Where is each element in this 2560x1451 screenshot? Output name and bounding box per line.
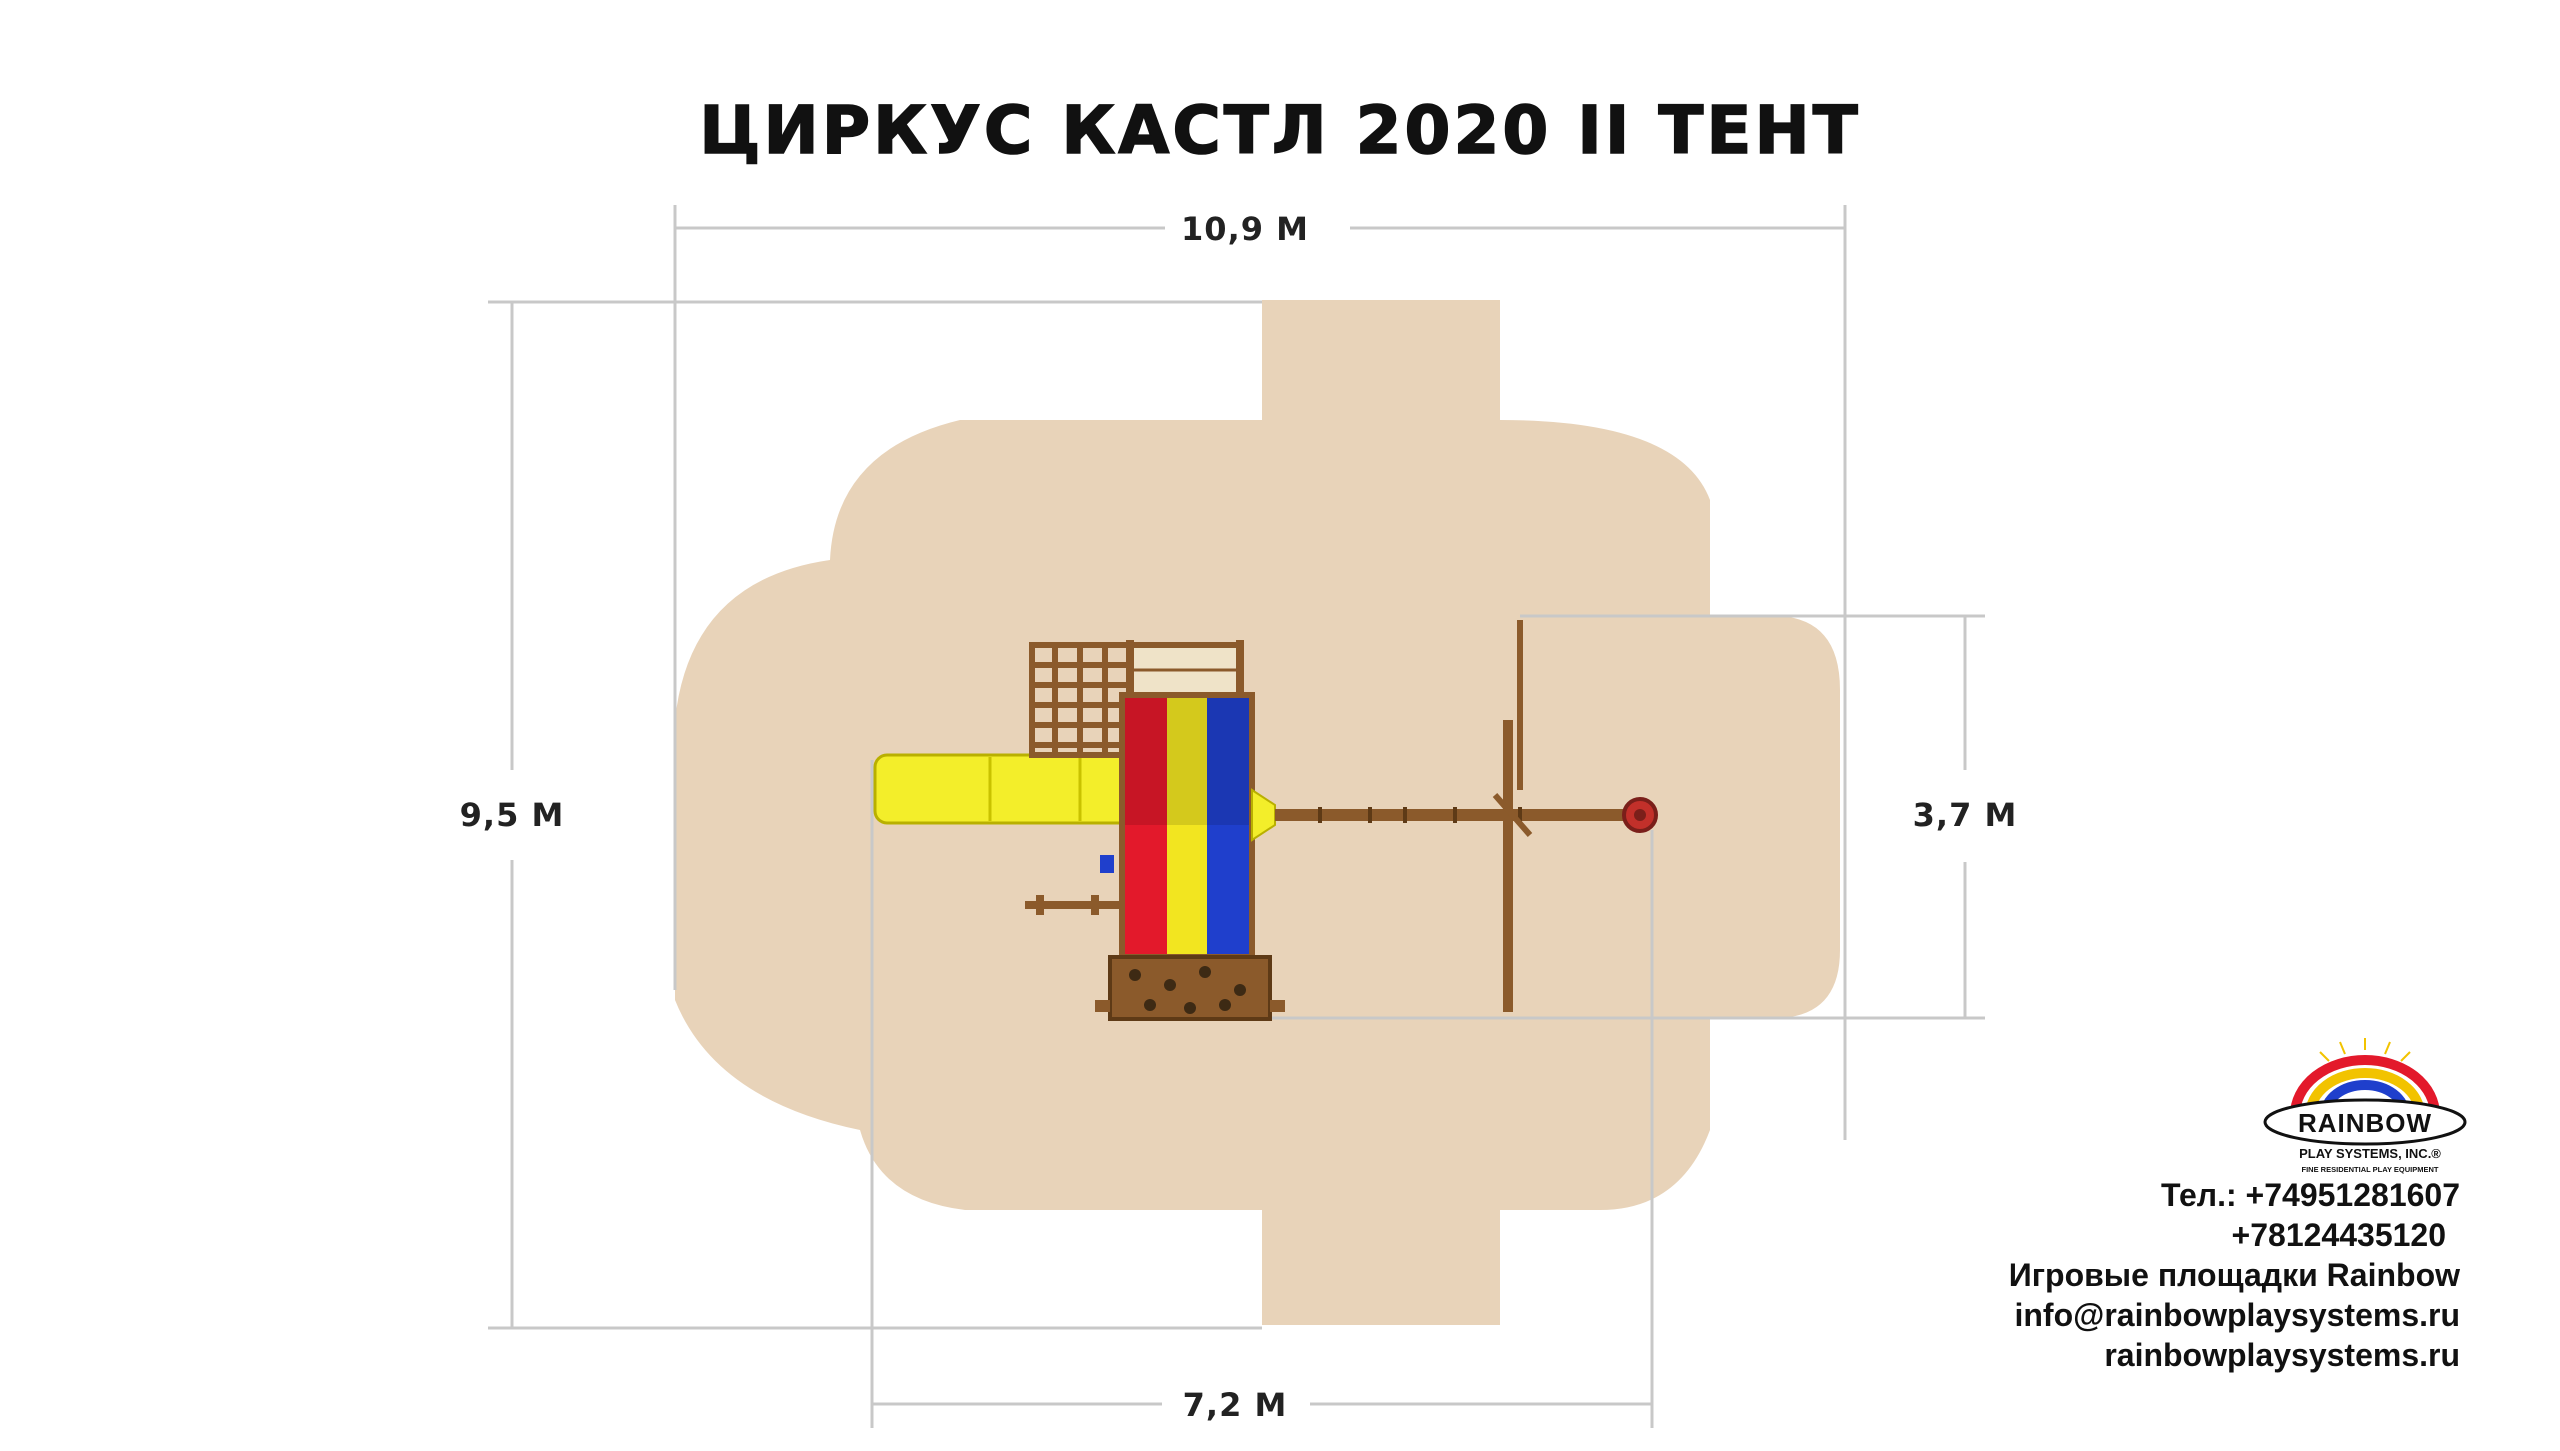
structure-width-label: 7,2 М — [1183, 1386, 1288, 1424]
structure-depth-label: 3,7 М — [1913, 796, 2018, 834]
overall-height-label: 9,5 М — [460, 796, 565, 834]
tube-slide — [873, 753, 1137, 825]
tent-roof — [1119, 692, 1255, 960]
rainbow-logo: RAINBOW PLAY SYSTEMS, INC.® FINE RESIDEN… — [2263, 1038, 2467, 1174]
website-link[interactable]: rainbowplaysystems.ru — [2104, 1337, 2460, 1373]
logo-brand: RAINBOW — [2298, 1108, 2432, 1138]
logo-tagline: FINE RESIDENTIAL PLAY EQUIPMENT — [2302, 1165, 2439, 1174]
overall-width-label: 10,9 М — [1181, 210, 1309, 248]
climbing-ladder — [1029, 642, 1135, 758]
playset — [873, 620, 1658, 1021]
a-frame — [1492, 620, 1533, 1012]
logo-subtitle: PLAY SYSTEMS, INC.® — [2299, 1146, 2441, 1161]
phone-secondary: +78124435120 — [2231, 1217, 2446, 1253]
phone-primary: Тел.: +74951281607 — [2161, 1177, 2460, 1213]
rainbow-arc-icon — [2290, 1055, 2440, 1116]
email-link[interactable]: info@rainbowplaysystems.ru — [2014, 1297, 2460, 1333]
contact-block: Тел.: +74951281607 +78124435120 Игровые … — [2009, 1175, 2460, 1375]
page-title: ЦИРКУС КАСТЛ 2020 II ТЕНТ — [699, 91, 1861, 170]
steering-wheel — [1100, 855, 1114, 873]
side-plank — [1025, 895, 1122, 915]
sun-rays-icon — [2319, 1038, 2411, 1062]
swing-beam — [1275, 807, 1635, 823]
rock-wall — [1095, 955, 1285, 1021]
dimension-lines — [488, 205, 1985, 1428]
tire-swing — [1622, 797, 1658, 833]
company-name: Игровые площадки Rainbow — [2008, 1257, 2460, 1293]
slide-hood — [1251, 788, 1276, 842]
cloud-icon — [2263, 1098, 2467, 1146]
